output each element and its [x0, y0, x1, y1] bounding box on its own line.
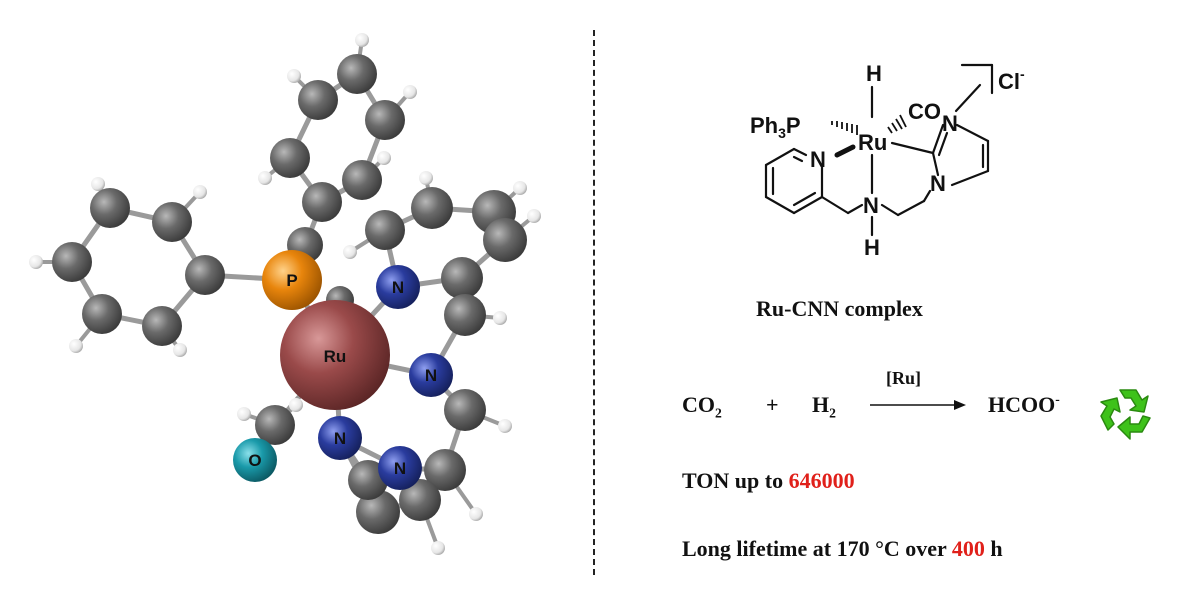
carbon-atoms [52, 54, 527, 534]
hashed-wedge-co [887, 114, 907, 134]
product-formate: HCOO- [988, 391, 1060, 417]
oxygen-atom [233, 438, 277, 482]
n-amine-label: N [863, 193, 879, 218]
co-label: CO [908, 99, 941, 124]
reactant-co2: CO2 [682, 392, 722, 421]
phosphorus-atom [262, 250, 322, 310]
ru-label: Ru [858, 130, 887, 155]
ton-statement: TON up to 646000 [682, 468, 855, 493]
heteroatoms [233, 250, 453, 490]
atom-label-p: P [286, 271, 297, 290]
complex-caption: Ru-CNN complex [756, 296, 923, 321]
panel-divider [593, 30, 595, 575]
reaction-arrow [870, 400, 966, 410]
n-methyl-label: N [942, 111, 958, 136]
n-pyridine-label: N [810, 147, 826, 172]
atom-label-n4: N [394, 459, 406, 478]
nitrogen-atom-1 [376, 265, 420, 309]
plus-sign: + [766, 392, 779, 417]
hydride-label: H [866, 61, 882, 86]
structural-formula: H Ph3P Ru CO Cl- N N N N H [750, 61, 1025, 260]
molecular-3d-model: P Ru N N N N O [29, 33, 541, 555]
ph3p-label: Ph3P [750, 113, 801, 141]
atom-label-o: O [248, 451, 261, 470]
nitrogen-atom-4 [378, 446, 422, 490]
n-imidazole-label: N [930, 171, 946, 196]
hashed-wedge-pph3 [831, 121, 858, 135]
amine-hydrogen-label: H [864, 235, 880, 260]
atom-label-ru: Ru [324, 347, 347, 366]
ruthenium-atom [280, 300, 390, 410]
nitrogen-atom-2 [409, 353, 453, 397]
lifetime-value: 400 [951, 536, 985, 561]
atom-label-n1: N [392, 278, 404, 297]
ton-value: 646000 [788, 468, 855, 493]
nitrogen-atom-3 [318, 416, 362, 460]
catalyst-label: [Ru] [886, 368, 921, 388]
chloride-label: Cl- [998, 66, 1025, 94]
reactant-h2: H2 [812, 392, 836, 421]
atom-label-n2: N [425, 366, 437, 385]
atom-label-n3: N [334, 429, 346, 448]
lifetime-statement: Long lifetime at 170 °C over 400 h [682, 536, 1003, 561]
recycle-icon [1100, 389, 1151, 440]
